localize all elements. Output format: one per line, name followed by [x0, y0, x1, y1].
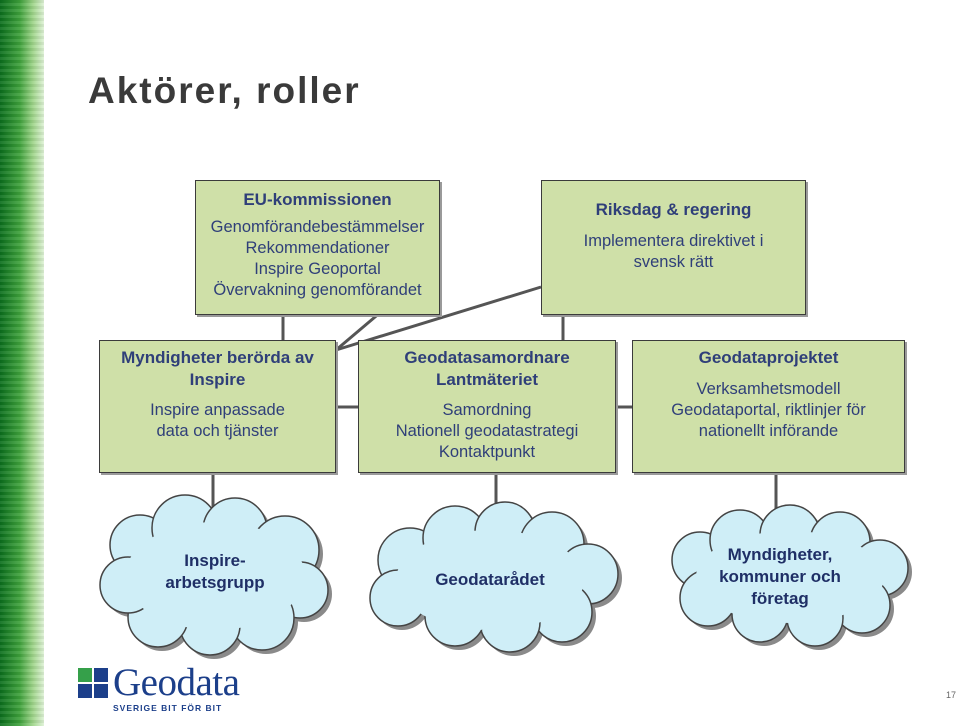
- box-eu-kommissionen: EU-kommissionen Genomförandebestämmelser…: [195, 180, 440, 315]
- cloud-inspire-line: arbetsgrupp: [165, 573, 265, 592]
- box-eu-line: Övervakning genomförandet: [213, 281, 422, 299]
- cloud-inspire-label: Inspire- arbetsgrupp: [140, 550, 290, 594]
- box-myndigheter-heading: Inspire: [189, 370, 246, 389]
- cloud-myndigheter-line: företag: [751, 589, 809, 608]
- connector-riksdag-myndigheter-diagonal: [335, 285, 542, 352]
- box-eu-heading: EU-kommissionen: [243, 190, 392, 209]
- box-geodataprojektet-line: nationellt införande: [698, 422, 839, 440]
- cloud-myndigheter-kommuner: [671, 504, 912, 650]
- box-riksdag-line: svensk rätt: [633, 253, 714, 271]
- box-eu-line: Genomförandebestämmelser: [210, 218, 425, 236]
- box-riksdag-heading: Riksdag & regering: [595, 200, 752, 219]
- page-number: 17: [946, 690, 957, 700]
- cloud-myndigheter-line: kommuner och: [719, 567, 841, 586]
- slide-title: Aktörer, roller: [88, 70, 361, 111]
- logo-tagline: SVERIGE BIT FÖR BIT: [113, 703, 223, 713]
- box-eu-line: Rekommendationer: [245, 239, 390, 257]
- box-eu-line: Inspire Geoportal: [254, 260, 381, 278]
- cloud-geodataradet: [369, 501, 622, 656]
- box-myndigheter-heading: Myndigheter berörda av: [121, 348, 314, 367]
- box-geodataprojektet-line: Verksamhetsmodell: [696, 380, 841, 398]
- box-geodataprojektet-heading: Geodataprojektet: [698, 348, 839, 367]
- box-geodatasamordnare-line: Samordning: [442, 401, 532, 419]
- logo-wordmark: Geodata: [113, 661, 240, 704]
- cloud-myndigheter-line: Myndigheter,: [727, 545, 833, 564]
- cloud-geodataradet-line: Geodatarådet: [435, 570, 545, 589]
- box-geodatasamordnare-line: Nationell geodatastrategi: [395, 422, 579, 440]
- box-geodatasamordnare: Geodatasamordnare Lantmäteriet Samordnin…: [358, 340, 616, 473]
- box-geodataprojektet: Geodataprojektet Verksamhetsmodell Geoda…: [632, 340, 905, 473]
- box-myndigheter-line: Inspire anpassade: [150, 401, 285, 419]
- box-myndigheter-line: data och tjänster: [156, 422, 279, 440]
- box-geodatasamordnare-heading: Lantmäteriet: [435, 370, 539, 389]
- box-myndigheter-inspire: Myndigheter berörda av Inspire Inspire a…: [99, 340, 336, 473]
- box-riksdag-line: Implementera direktivet i: [583, 232, 764, 250]
- left-decorative-stripe: [0, 0, 44, 726]
- box-geodatasamordnare-line: Kontaktpunkt: [438, 443, 536, 461]
- cloud-myndigheter-label: Myndigheter, kommuner och företag: [700, 544, 860, 610]
- box-riksdag-regering: Riksdag & regering Implementera direktiv…: [541, 180, 806, 315]
- cloud-inspire-line: Inspire-: [184, 551, 246, 570]
- geodata-logo-icon: [78, 668, 108, 698]
- cloud-geodataradet-label: Geodatarådet: [410, 569, 570, 591]
- cloud-inspire-arbetsgrupp: [99, 494, 332, 659]
- box-geodatasamordnare-heading: Geodatasamordnare: [404, 348, 570, 367]
- box-geodataprojektet-line: Geodataportal, riktlinjer för: [671, 401, 866, 419]
